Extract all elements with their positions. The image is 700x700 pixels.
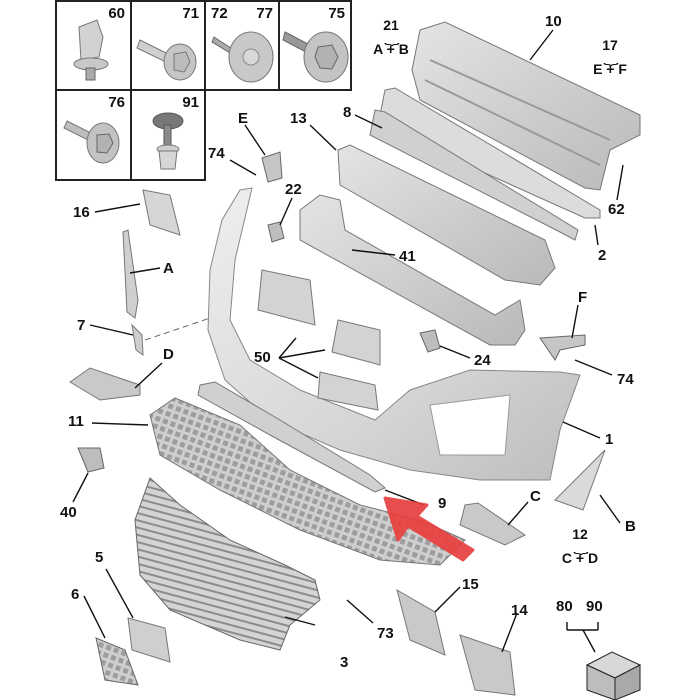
callout-15: 15: [462, 576, 479, 593]
group-members: C + D: [561, 550, 599, 566]
group-number: 17: [602, 37, 618, 53]
part-B-corner-trim: [554, 449, 606, 511]
part-10-upper-panel: [411, 21, 641, 191]
part-D-air-guide: [69, 367, 141, 401]
callout-16: 16: [73, 204, 90, 221]
callout-80: 80: [556, 598, 573, 615]
group-number: 21: [383, 17, 399, 33]
part-1-bumper-cover: [207, 187, 581, 481]
callout-74-upper: 74: [208, 145, 225, 162]
part-50-plate-b: [331, 319, 381, 366]
callout-14: 14: [511, 602, 528, 619]
callout-41: 41: [399, 248, 416, 265]
group-members: E + F: [593, 61, 627, 77]
part-7-clip: [131, 323, 144, 357]
part-14-cover: [459, 634, 516, 696]
part-F-bracket: [539, 334, 586, 361]
fastener-label: 77: [256, 5, 273, 22]
red-arrow-indicator: [383, 496, 475, 562]
callout-50: 50: [254, 349, 271, 366]
callout-13: 13: [290, 110, 307, 127]
callout-73: 73: [377, 625, 394, 642]
callout-8: 8: [343, 104, 352, 121]
callout-40: 40: [60, 504, 77, 521]
part-50-plate-a: [257, 269, 316, 326]
group-12: 12 ⏟ C + D: [555, 527, 605, 565]
callout-90: 90: [586, 598, 603, 615]
group-17: 17 ⏟ E + F: [585, 38, 635, 76]
part-C-air-guide: [459, 502, 526, 546]
callout-62: 62: [608, 201, 625, 218]
part-80-90-cube: [585, 651, 642, 700]
group-21: 21 ⏟ A + B: [366, 18, 416, 56]
part-16-cover: [142, 189, 181, 236]
fastener-cell-60: 60: [55, 0, 132, 91]
part-9-lower-lip: [197, 381, 386, 493]
part-15-cover: [396, 588, 446, 656]
callout-24: 24: [474, 352, 491, 369]
callout-E: E: [238, 110, 249, 127]
fastener-label: 71: [182, 5, 199, 22]
callout-B: B: [625, 518, 636, 535]
fastener-cell-72-77: 72 77: [204, 0, 280, 91]
callout-2: 2: [598, 247, 607, 264]
callout-74-lower: 74: [617, 371, 634, 388]
fastener-inset: 60 71 72 77 75 76: [55, 0, 352, 181]
callout-7: 7: [77, 317, 86, 334]
callout-F: F: [578, 289, 588, 306]
fastener-label: 75: [328, 5, 345, 22]
push-clip-icon: [73, 19, 109, 81]
group-members: A + B: [373, 41, 409, 57]
brace-icon: ⏟: [573, 538, 588, 554]
washer-screw-icon: [211, 31, 274, 83]
callout-9: 9: [438, 495, 447, 512]
part-2-lower-strip: [369, 109, 579, 241]
callout-1: 1: [605, 431, 614, 448]
callout-5: 5: [95, 549, 104, 566]
fastener-cell-71: 71: [130, 0, 206, 91]
fastener-cell-76: 76: [55, 89, 132, 181]
callout-D: D: [163, 346, 174, 363]
part-6-mesh-insert: [95, 637, 139, 686]
brace-icon: ⏟: [603, 49, 618, 65]
fastener-cell-91: 91: [130, 89, 206, 181]
part-24-bracket: [419, 329, 441, 353]
callout-6: 6: [71, 586, 80, 603]
hex-washer-screw-icon: [282, 31, 349, 83]
part-E-bracket: [261, 151, 283, 183]
callout-22: 22: [285, 181, 302, 198]
hex-bolt-icon: [63, 120, 120, 164]
fastener-cell-75: 75: [278, 0, 352, 91]
part-22-bracket: [267, 221, 285, 243]
part-A-side-trim: [122, 229, 139, 319]
callout-11: 11: [68, 413, 84, 430]
fastener-label: 91: [182, 94, 199, 111]
push-rivet-icon: [152, 112, 184, 170]
group-number: 12: [572, 526, 588, 542]
part-40-bracket: [77, 447, 105, 473]
part-13-absorber: [337, 144, 556, 286]
callout-A: A: [163, 260, 174, 277]
flange-bolt-icon: [136, 39, 197, 81]
part-41-impact-beam: [299, 194, 526, 346]
callout-C: C: [530, 488, 541, 505]
callout-10: 10: [545, 13, 562, 30]
part-50-plate-c: [317, 371, 379, 411]
part-5-cover: [127, 617, 171, 663]
part-11-lower-grille: [149, 397, 466, 566]
fastener-label: 60: [108, 5, 125, 22]
callout-3: 3: [340, 654, 349, 671]
part-3-main-grille: [134, 477, 321, 651]
brace-icon: ⏟: [384, 29, 399, 45]
fastener-label: 76: [108, 94, 125, 111]
fastener-label: 72: [211, 5, 228, 22]
